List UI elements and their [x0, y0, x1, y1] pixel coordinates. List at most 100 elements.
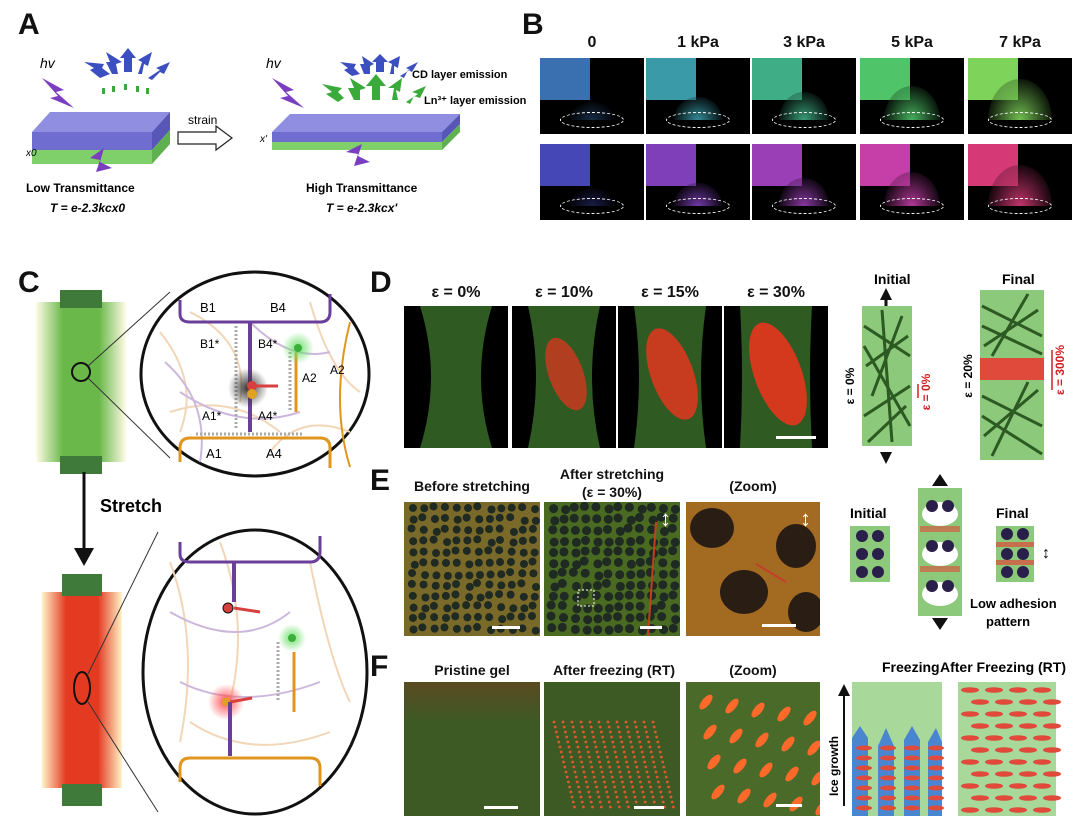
d-photo-2 [618, 306, 722, 448]
f-after-freezing-photo [544, 682, 680, 816]
xprime-label: x' [259, 134, 268, 145]
e-after-photo: ↕ [544, 502, 680, 636]
arrow-up-icon [880, 288, 892, 300]
strand-a4-star: A4* [258, 409, 278, 423]
d-eps300-label: ε = 300% [1053, 345, 1067, 395]
b-col-header-4: 7 kPa [999, 34, 1041, 51]
b-col-header-0: 0 [587, 34, 597, 51]
strand-a4: A4 [266, 446, 282, 461]
b-photo-row2-3 [860, 144, 964, 220]
d-eps0-red-label: ε = 0% [919, 373, 933, 410]
e-pattern-label: pattern [986, 614, 1030, 629]
network-zoom-stretched [141, 528, 369, 816]
b-photo-row1-4 [968, 58, 1072, 134]
f-zoom-photo [686, 682, 820, 816]
e-initial-particles [856, 530, 884, 578]
b-color-swatch [646, 58, 696, 100]
droplet-outline [988, 198, 1052, 214]
x0-label: x0 [25, 148, 37, 159]
b-photo-row2-1 [646, 144, 750, 220]
small-double-arrow-icon: ↕ [1042, 545, 1050, 562]
e-zoom-label: (Zoom) [729, 478, 777, 494]
e-zoom-photo: ↕ [686, 502, 820, 636]
low-transmittance-title: Low Transmittance [26, 181, 135, 195]
strand-b1: B1 [200, 300, 216, 315]
panel-label-f: F [370, 650, 389, 683]
high-transmittance-title: High Transmittance [306, 181, 418, 195]
droplet-outline [560, 112, 624, 128]
d-photo-0 [404, 306, 508, 448]
hv-label-left: hv [40, 55, 56, 71]
lightning-icon [42, 78, 74, 108]
b-col-header-3: 5 kPa [891, 34, 933, 51]
strand-a1-star: A1* [202, 409, 222, 423]
f-pristine-photo [404, 682, 540, 816]
droplet-outline [880, 198, 944, 214]
panel-label-e: E [370, 464, 391, 497]
panel-c-diagram: B1 B4 B1* B4* A1* A4* A1 A4 A2 A2 Stretc… [36, 270, 371, 816]
strand-b1-star: B1* [200, 337, 220, 351]
b-color-swatch [540, 144, 590, 186]
panel-label-d: D [370, 266, 392, 299]
e-stretched-particles [926, 500, 954, 592]
slab-high-transmittance [272, 114, 460, 166]
ln-layer-emission-label: Ln³⁺ layer emission [424, 95, 527, 107]
e-after-sub-label: (ε = 30%) [582, 484, 642, 500]
arrow-down-icon [880, 452, 892, 464]
f-freezing-label: Freezing [882, 659, 940, 675]
b-color-swatch [540, 58, 590, 100]
strand-a2-b: A2 [330, 363, 345, 377]
b-col-header-2: 3 kPa [783, 34, 825, 51]
e-before-dots [407, 502, 540, 635]
f-pristine-label: Pristine gel [434, 662, 510, 678]
e-voids [922, 502, 958, 606]
d-final-label: Final [1002, 271, 1035, 287]
droplet-outline [560, 198, 624, 214]
initial-fibers [862, 309, 912, 444]
blue-emission-arrows-left [84, 48, 170, 80]
f-after-freezing-label: After freezing (RT) [552, 662, 676, 678]
droplet-outline [772, 112, 836, 128]
double-arrow-icon: ↕ [660, 506, 671, 531]
e-final-particles [1001, 528, 1029, 578]
d-strain-label-0: ε = 0% [431, 284, 481, 301]
strain-arrow-icon [177, 124, 233, 152]
arrow-up-icon [838, 684, 850, 696]
panel-label-c: C [18, 266, 40, 299]
b-photo-row1-3 [860, 58, 964, 134]
droplet-outline [772, 198, 836, 214]
blue-emission-arrows-right [340, 54, 418, 78]
d-photo-1 [512, 306, 616, 448]
low-transmittance-formula: T = e-2.3kcx0 [50, 201, 125, 215]
e-low-adhesion-label: Low adhesion [970, 596, 1057, 611]
b-photo-row2-2 [752, 144, 856, 220]
high-transmittance-formula: T = e-2.3kcx' [326, 201, 398, 215]
strand-b4-star: B4* [258, 337, 278, 351]
panel-label-a: A [18, 8, 40, 41]
e-before-photo [404, 502, 540, 636]
b-photo-row2-0 [540, 144, 644, 220]
d-eps0-label: ε = 0% [843, 367, 857, 404]
e-final-label: Final [996, 505, 1029, 521]
green-emission-arrows-right [322, 74, 426, 104]
f-after-freezing-rt-label: After Freezing (RT) [940, 659, 1066, 675]
droplet-outline [666, 112, 730, 128]
d-eps20-label: ε = 20% [961, 354, 975, 398]
d-strain-label-1: ε = 10% [535, 284, 593, 301]
strand-a2-a: A2 [302, 371, 317, 385]
e-after-label: After stretching [559, 466, 665, 482]
slab-low-transmittance [32, 112, 170, 172]
b-photo-row1-0 [540, 58, 644, 134]
e-initial-label: Initial [850, 505, 887, 521]
lightning-icon [272, 78, 304, 108]
final-fibers [981, 293, 1043, 457]
d-photo-3 [724, 306, 828, 448]
network-zoom-unstretched: B1 B4 B1* B4* A1* A4* A1 A4 A2 A2 [139, 270, 371, 478]
b-photo-row2-4 [968, 144, 1072, 220]
panel-e-schematic: Initial Final ↕ Low adhesion pattern [850, 474, 1057, 630]
e-before-label: Before stretching [414, 478, 530, 494]
panel-a-diagram: x0 Low Transmittance T = e-2.3kcx0 hv st… [25, 48, 527, 215]
stretch-label: Stretch [100, 496, 162, 516]
stretched-gel-strip [42, 531, 159, 813]
d-strain-label-3: ε = 30% [747, 284, 805, 301]
